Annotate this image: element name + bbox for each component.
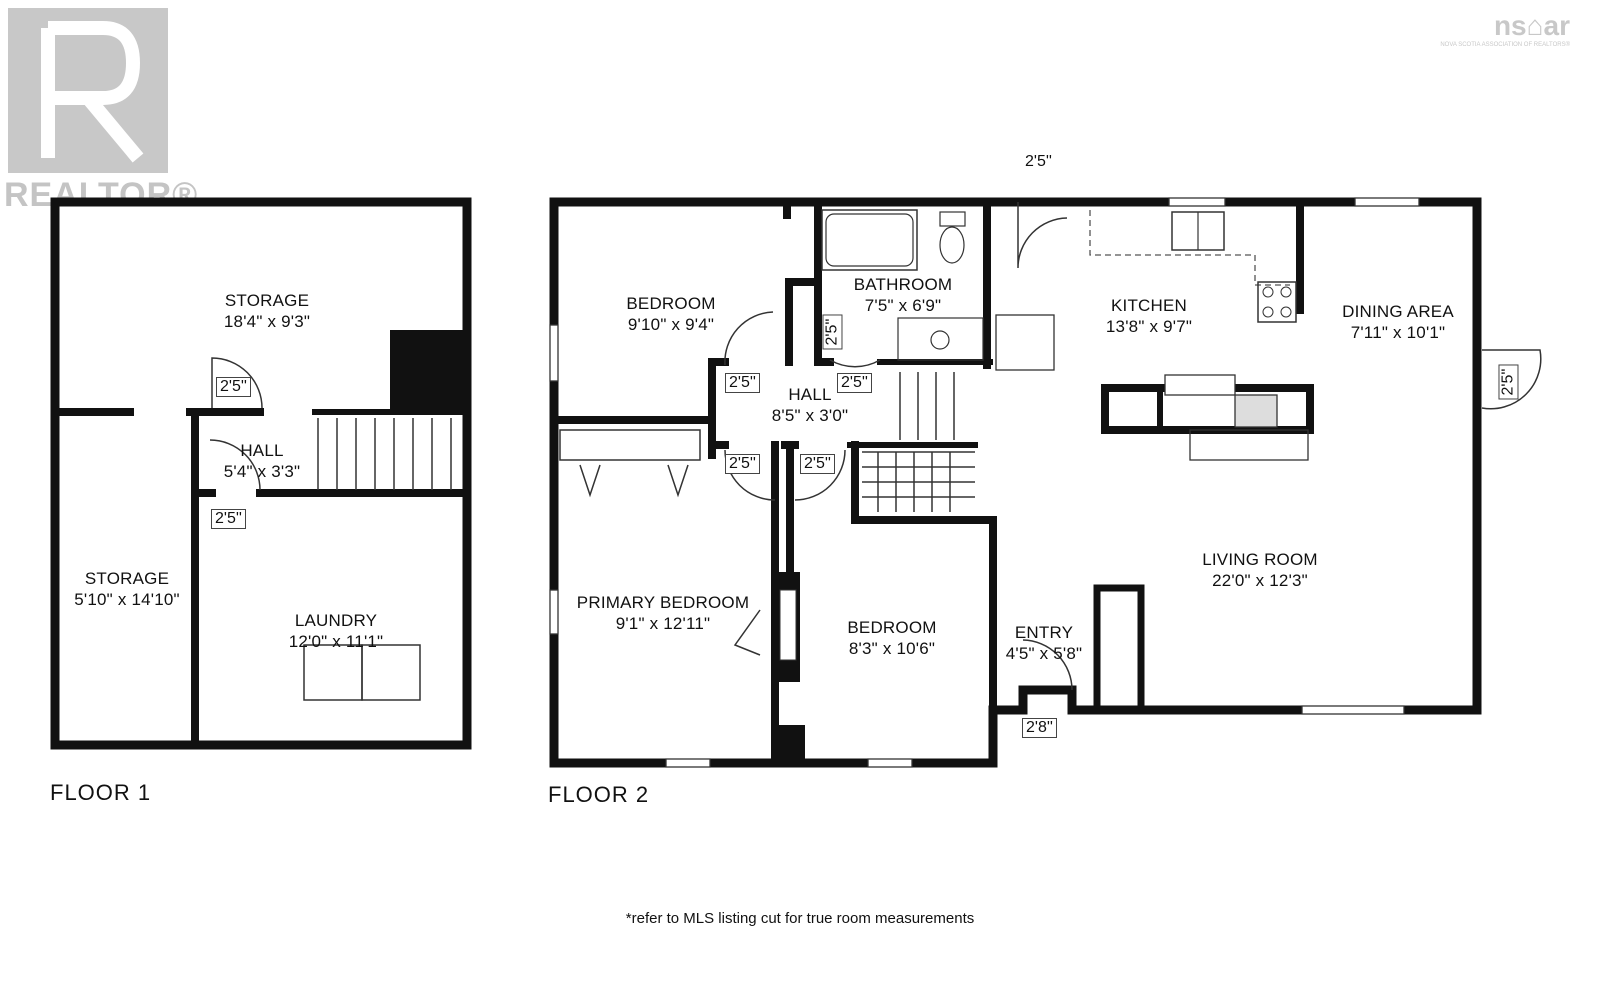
f1-door-dim: 2'5'' xyxy=(216,377,251,397)
footnote: *refer to MLS listing cut for true room … xyxy=(625,910,975,927)
f2-door-dim: 2'5'' xyxy=(725,373,760,393)
f2-bedroom-label: BEDROOM 9'10" x 9'4" xyxy=(626,293,715,335)
room-size: 4'5" x 5'8" xyxy=(1005,644,1083,663)
f2-door-dim: 2'5'' xyxy=(800,454,835,474)
realtor-logo xyxy=(8,8,168,173)
room-name: BEDROOM xyxy=(626,294,716,313)
room-name: PRIMARY BEDROOM xyxy=(576,593,750,612)
room-size: 22'0" x 12'3" xyxy=(1212,571,1308,590)
floor1-outer-wall xyxy=(50,197,472,750)
f1-storage2-label: STORAGE 5'10" x 14'10" xyxy=(74,568,180,610)
room-size: 8'3" x 10'6" xyxy=(848,639,936,658)
floor1-title: FLOOR 1 xyxy=(50,780,152,805)
room-name: BATHROOM xyxy=(853,275,953,294)
room-name: LIVING ROOM xyxy=(1202,550,1318,569)
room-size: 5'10" x 14'10" xyxy=(74,590,180,609)
f2-bathroom-label: BATHROOM 7'5" x 6'9" xyxy=(854,274,953,316)
f2-door-dim: 2'5'' xyxy=(822,314,843,350)
f2-primary-bedroom-label: PRIMARY BEDROOM 9'1" x 12'11" xyxy=(577,592,749,634)
room-size: 18'4" x 9'3" xyxy=(223,312,311,331)
floor2-title: FLOOR 2 xyxy=(548,782,650,807)
room-name: KITCHEN xyxy=(1110,296,1188,315)
f2-bedroom2-label: BEDROOM 8'3" x 10'6" xyxy=(847,617,936,659)
f2-living-room-label: LIVING ROOM 22'0" x 12'3" xyxy=(1202,549,1318,591)
room-name: ENTRY xyxy=(1014,623,1074,642)
f2-door-dim: 2'8'' xyxy=(1022,718,1057,738)
f2-door-dim: 2'5'' xyxy=(1498,364,1519,400)
f2-door-dim: 2'5'' xyxy=(837,373,872,393)
room-name: STORAGE xyxy=(224,291,310,310)
nsar-logo: ns⌂ar xyxy=(1493,10,1570,41)
room-name: BEDROOM xyxy=(847,618,937,637)
f2-door-dim: 2'5'' xyxy=(725,454,760,474)
room-size: 7'5" x 6'9" xyxy=(864,296,942,315)
room-name: STORAGE xyxy=(84,569,170,588)
f2-dining-label: DINING AREA 7'11" x 10'1" xyxy=(1342,301,1454,343)
room-size: 9'10" x 9'4" xyxy=(627,315,715,334)
f2-kitchen-label: KITCHEN 13'8" x 9'7" xyxy=(1106,295,1192,337)
room-name: LAUNDRY xyxy=(294,611,378,630)
room-size: 5'4" x 3'3" xyxy=(223,462,301,481)
f1-laundry-label: LAUNDRY 12'0" x 11'1" xyxy=(289,610,384,652)
nsar-subtitle: NOVA SCOTIA ASSOCIATION OF REALTORS® xyxy=(1440,42,1570,48)
f1-door-dim: 2'5'' xyxy=(211,509,246,529)
room-name: DINING AREA xyxy=(1342,302,1454,321)
room-size: 12'0" x 11'1" xyxy=(288,632,384,651)
realtor-wordmark: REALTOR® xyxy=(4,176,199,214)
f2-hall-label: HALL 8'5" x 3'0" xyxy=(772,384,849,426)
f1-hall-label: HALL 5'4" x 3'3" xyxy=(224,440,301,482)
room-size: 7'11" x 10'1" xyxy=(1350,323,1446,342)
room-name: HALL xyxy=(240,441,284,460)
f2-door-dim: 2'5'' xyxy=(1022,153,1055,171)
room-size: 13'8" x 9'7" xyxy=(1105,317,1193,336)
room-name: HALL xyxy=(788,385,832,404)
f2-entry-label: ENTRY 4'5" x 5'8" xyxy=(1006,622,1083,664)
room-size: 9'1" x 12'11" xyxy=(615,614,711,633)
room-size: 8'5" x 3'0" xyxy=(771,406,849,425)
floor2-outer-wall xyxy=(549,197,1482,768)
f1-storage-label: STORAGE 18'4" x 9'3" xyxy=(224,290,310,332)
